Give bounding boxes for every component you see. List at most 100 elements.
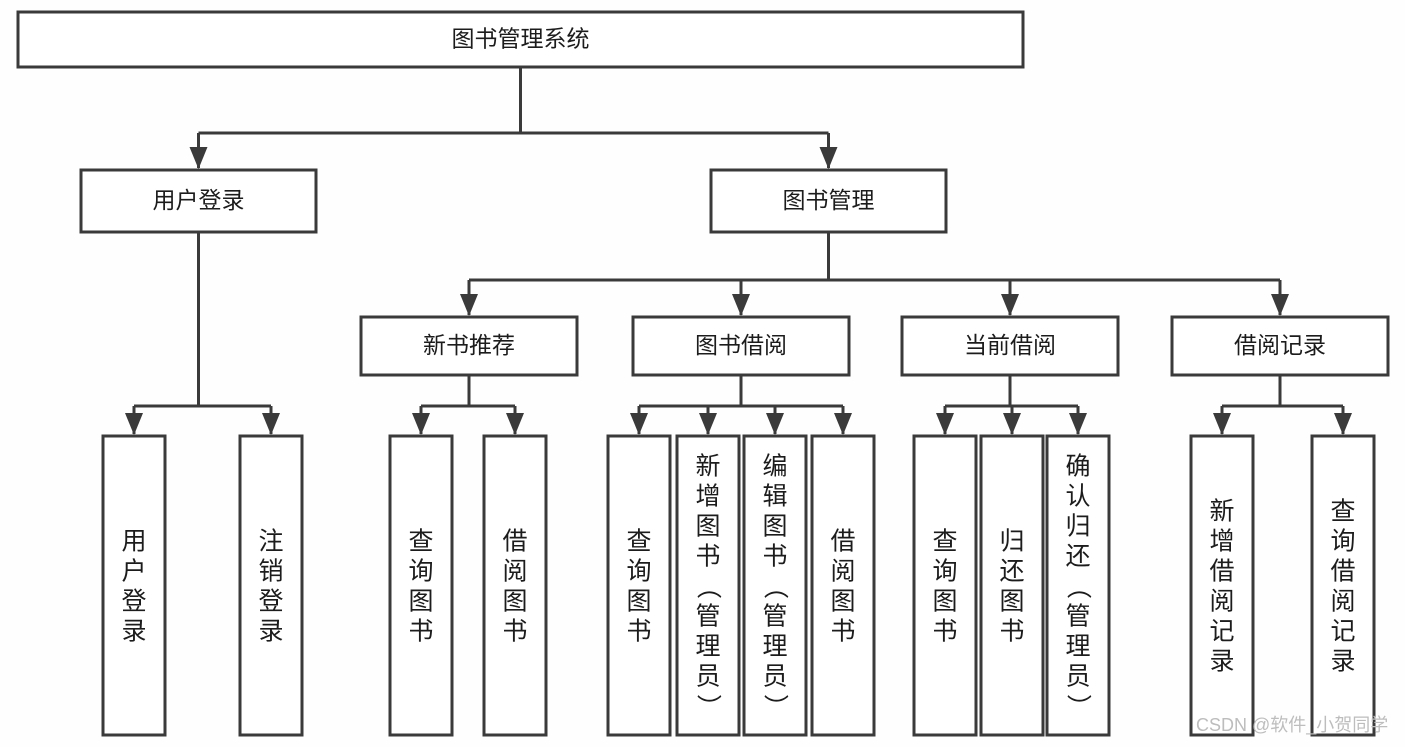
leaf-char: 书	[762, 543, 787, 571]
node-label-user-login: 用户登录	[153, 187, 245, 213]
leaf-char: 录	[1209, 648, 1234, 676]
leaf-char: 新	[1209, 498, 1234, 526]
leaf-char: 书	[502, 618, 527, 646]
leaf-char: 借	[502, 528, 527, 556]
leaf-char: 书	[626, 618, 651, 646]
node-current-borrow[interactable]: 当前借阅	[900, 315, 1120, 377]
arrow-to-new-book-recommend	[460, 294, 478, 316]
connector-layer	[125, 67, 1352, 435]
leaf-char: 理	[1065, 633, 1090, 661]
leaf-char: 归	[1065, 513, 1090, 541]
leaf-char: ）	[1064, 694, 1092, 719]
leaf-char: 注	[258, 528, 283, 556]
arrow-to-leaf-query-book-1	[412, 413, 430, 435]
node-box-new-book-recommend	[359, 315, 579, 377]
leaf-char: 管	[762, 603, 787, 631]
arrow-to-leaf-return-book	[1003, 413, 1021, 435]
arrow-to-leaf-add-book-admin	[699, 413, 717, 435]
arrow-to-leaf-query-borrow-record	[1334, 413, 1352, 435]
leaf-char: （	[761, 574, 789, 599]
leaf-box-leaf-add-book-admin	[675, 434, 741, 737]
node-book-borrow[interactable]: 图书借阅	[631, 315, 851, 377]
leaf-box-leaf-query-book-3	[912, 434, 978, 737]
arrow-to-user-login	[189, 147, 208, 169]
leaf-char: 图	[830, 588, 855, 616]
leaf-char: 借	[1330, 558, 1355, 586]
leaf-char: 借	[1209, 558, 1234, 586]
leaf-char: 书	[830, 618, 855, 646]
node-label-new-book-recommend: 新书推荐	[423, 332, 515, 358]
leaf-box-leaf-query-book-1	[388, 434, 454, 737]
leaf-char: 图	[502, 588, 527, 616]
node-box-borrow-record	[1170, 315, 1390, 377]
leaf-box-leaf-add-borrow-record	[1189, 434, 1255, 737]
leaf-box-leaf-edit-book-admin	[742, 434, 808, 737]
leaf-char: 管	[695, 603, 720, 631]
leaf-char: ）	[761, 694, 789, 719]
csdn-watermark: CSDN @软件_小贺同学	[1196, 715, 1388, 736]
leaf-char: 图	[695, 513, 720, 541]
leaf-char: 还	[999, 558, 1024, 586]
leaf-char: 编	[762, 453, 787, 481]
leaf-char: （	[1064, 574, 1092, 599]
node-new-book-recommend[interactable]: 新书推荐	[359, 315, 579, 377]
leaf-char: 确	[1065, 453, 1090, 481]
leaf-char: 辑	[762, 483, 787, 511]
leaf-box-leaf-borrow-book-2	[810, 434, 876, 737]
leaf-char: 还	[1065, 543, 1090, 571]
leaf-char: 用	[121, 528, 146, 556]
node-borrow-record[interactable]: 借阅记录	[1170, 315, 1390, 377]
leaf-char: 图	[762, 513, 787, 541]
leaf-char: 阅	[502, 558, 527, 586]
node-label-undefined: 图书管理系统	[452, 26, 590, 52]
arrow-to-leaf-edit-book-admin	[766, 413, 784, 435]
node-book-manage[interactable]: 图书管理	[709, 168, 948, 234]
node-undefined[interactable]: 图书管理系统	[16, 10, 1025, 69]
leaf-char: 记	[1330, 618, 1355, 646]
leaf-box-leaf-query-book-2	[606, 434, 672, 737]
node-label-book-borrow: 图书借阅	[695, 332, 787, 358]
leaf-char: 记	[1209, 618, 1234, 646]
node-user-login[interactable]: 用户登录	[79, 168, 318, 234]
arrow-to-current-borrow	[1001, 294, 1019, 316]
leaf-char: （	[694, 574, 722, 599]
leaf-char: 录	[1330, 648, 1355, 676]
leaf-char: 新	[695, 453, 720, 481]
leaf-box-leaf-return-book	[979, 434, 1045, 737]
leaf-char: 理	[762, 633, 787, 661]
leaf-char: 员	[695, 663, 720, 691]
leaf-char: 认	[1065, 483, 1090, 511]
leaf-box-leaf-confirm-return-admin	[1045, 434, 1111, 737]
arrow-to-leaf-borrow-book-2	[834, 413, 852, 435]
leaf-char: 销	[258, 558, 283, 586]
arrow-to-leaf-query-book-2	[630, 413, 648, 435]
leaf-char: 书	[999, 618, 1024, 646]
leaf-char: 询	[1330, 528, 1355, 556]
leaf-box-leaf-query-borrow-record	[1310, 434, 1376, 737]
leaf-char: 书	[695, 543, 720, 571]
leaf-char: 归	[999, 528, 1024, 556]
arrow-to-leaf-logout-login	[262, 413, 280, 435]
leaf-char: 查	[932, 528, 957, 556]
arrow-to-leaf-borrow-book-1	[506, 413, 524, 435]
leaf-char: 图	[999, 588, 1024, 616]
node-box-undefined	[16, 10, 1025, 69]
node-label-book-manage: 图书管理	[783, 187, 875, 213]
leaf-leaf-user-login[interactable]: 用户登录	[101, 434, 167, 737]
leaf-char: 阅	[1330, 588, 1355, 616]
node-label-borrow-record: 借阅记录	[1234, 332, 1326, 358]
leaf-char: 图	[408, 588, 433, 616]
